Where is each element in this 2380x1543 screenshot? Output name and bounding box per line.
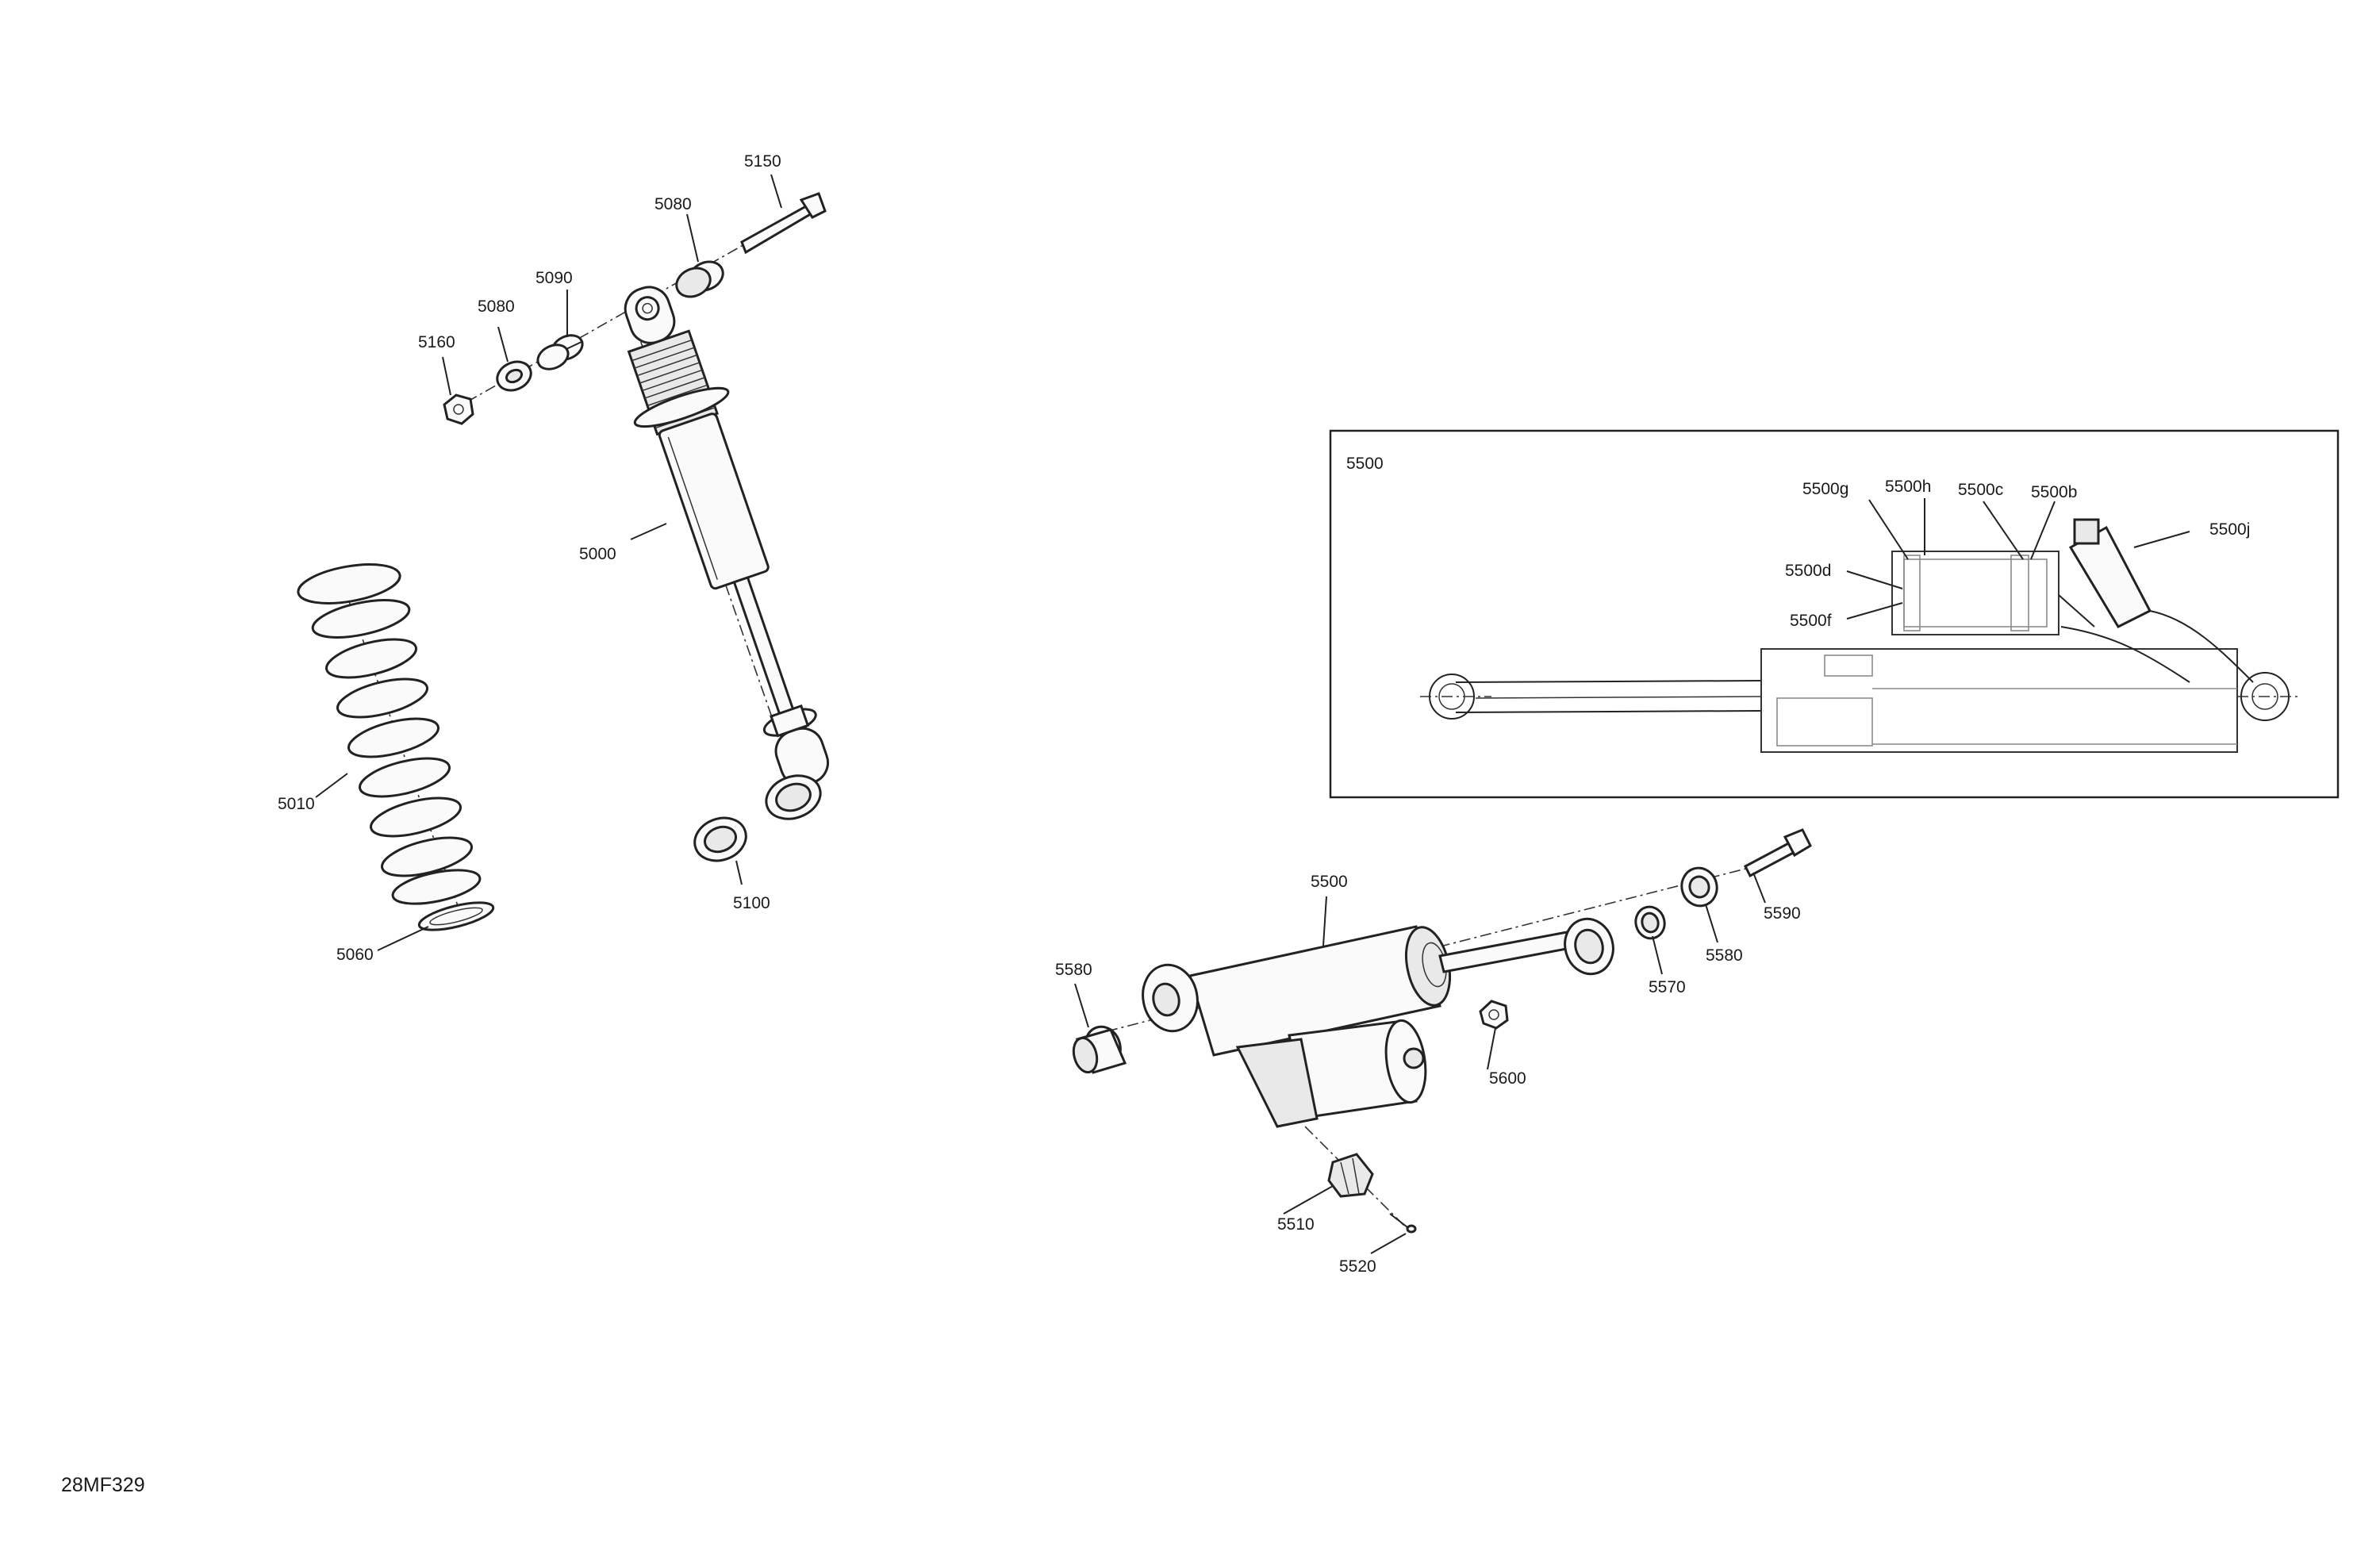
label-5500f: 5500f (1790, 612, 1832, 630)
label-5500h: 5500h (1885, 478, 1931, 496)
rear-shock-assembly (1072, 828, 1812, 1234)
shock-absorber-5500 (1142, 925, 1572, 1128)
label-5100: 5100 (733, 894, 770, 912)
bushing-5080-left (496, 360, 532, 392)
label-5580-right: 5580 (1706, 946, 1743, 965)
label-5500j: 5500j (2209, 520, 2250, 539)
label-5150: 5150 (744, 152, 781, 171)
bolt-5590 (1744, 828, 1812, 878)
label-5590: 5590 (1764, 904, 1801, 923)
nut-5600 (1479, 1000, 1509, 1030)
label-5500c: 5500c (1958, 481, 2003, 499)
coil-spring-5010 (297, 563, 482, 913)
bushing-5580-left (1072, 1025, 1127, 1074)
label-5510: 5510 (1277, 1215, 1315, 1234)
shock-absorber-5000 (624, 286, 829, 787)
inset-section-5500 (1329, 429, 2340, 799)
label-5160: 5160 (418, 333, 455, 351)
label-5080-top: 5080 (654, 195, 692, 213)
label-5570: 5570 (1649, 978, 1686, 996)
inset-leader-lines (1846, 498, 2190, 620)
part-labels: 5150 5080 5090 5080 5160 5000 5010 5060 … (61, 152, 2250, 1496)
inset-title: 5500 (1346, 455, 1384, 473)
spacer-5090 (536, 334, 584, 370)
label-5500: 5500 (1311, 873, 1348, 891)
label-5500g: 5500g (1802, 480, 1848, 498)
label-5090: 5090 (536, 269, 573, 287)
front-shock-assembly (297, 192, 829, 931)
bushing-5580-right (1680, 866, 1718, 908)
nut-5160 (443, 393, 474, 425)
bushings-5100 (693, 774, 822, 862)
label-5010: 5010 (278, 795, 315, 813)
label-5080-left: 5080 (478, 297, 515, 316)
label-5060: 5060 (336, 946, 374, 964)
drawing-number: 28MF329 (61, 1474, 145, 1496)
label-5500d: 5500d (1785, 562, 1831, 580)
spring-retainer-5060 (417, 901, 495, 931)
label-5600: 5600 (1489, 1069, 1526, 1088)
label-5520: 5520 (1339, 1257, 1376, 1276)
rear-leader-lines (1074, 872, 1766, 1254)
bolt-5150 (740, 192, 827, 255)
label-5000: 5000 (579, 545, 616, 563)
label-5500b: 5500b (2031, 483, 2077, 501)
label-5580-left: 5580 (1055, 961, 1092, 979)
screw-5520 (1389, 1213, 1417, 1234)
bushing-5080-top (675, 260, 724, 298)
front-leader-lines (315, 174, 782, 951)
bushing-5570-pair (1564, 905, 1666, 976)
adjuster-knob-5510 (1327, 1153, 1374, 1198)
